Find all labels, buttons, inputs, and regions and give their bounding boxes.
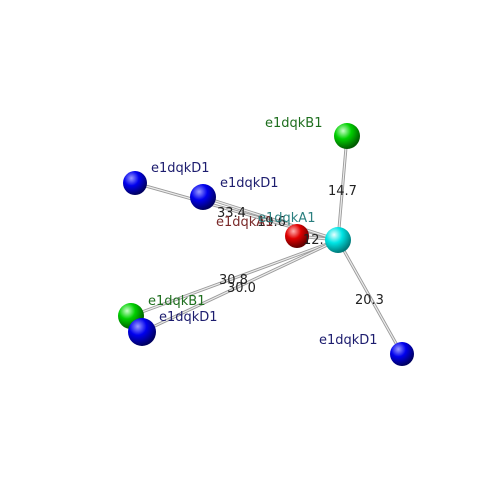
distance-labels: 14.7 33.4 19.6 12. 30.8 30.0 20.3 [217,184,384,308]
distance-center-d1-mid: 19.6 [257,215,286,230]
atom-a1 [285,224,309,248]
label-b1-left: e1dqkB1 [148,294,206,309]
atom-center [325,227,351,253]
label-d1-far: e1dqkD1 [151,161,210,176]
atoms [118,123,414,366]
atom-labels: e1dqkB1 e1dqkD1 e1dqkD1 e1dqkA1 e1dqkA1 … [148,116,378,348]
bonds [130,135,404,355]
atom-d1-low [128,318,156,346]
label-b1-top: e1dqkB1 [265,116,323,131]
atom-d1-mid [190,184,216,210]
bond-center-d1-low [141,238,339,334]
distance-center-a1: 12. [303,233,324,248]
distance-center-b1-left: 30.8 [219,273,248,288]
bond-center-d1-mid [202,195,339,242]
distance-center-d1-low: 30.0 [227,281,256,296]
bond-center-d1-right [336,239,404,355]
bond-center-b1-left [130,238,339,318]
label-d1-mid: e1dqkD1 [220,176,279,191]
distance-center-b1-top: 14.7 [328,184,357,199]
label-a1-dup: e1dqkA1 [216,215,273,230]
distance-center-d1-right: 20.3 [355,293,384,308]
distance-center-d1-far: 33.4 [217,206,246,221]
atom-d1-far [123,171,147,195]
atom-b1-top [334,123,360,149]
atom-d1-right [390,342,414,366]
bond-center-b1-top [336,135,349,241]
label-d1-low: e1dqkD1 [159,310,218,325]
label-d1-right: e1dqkD1 [319,333,378,348]
label-a1: e1dqkA1 [258,211,315,226]
